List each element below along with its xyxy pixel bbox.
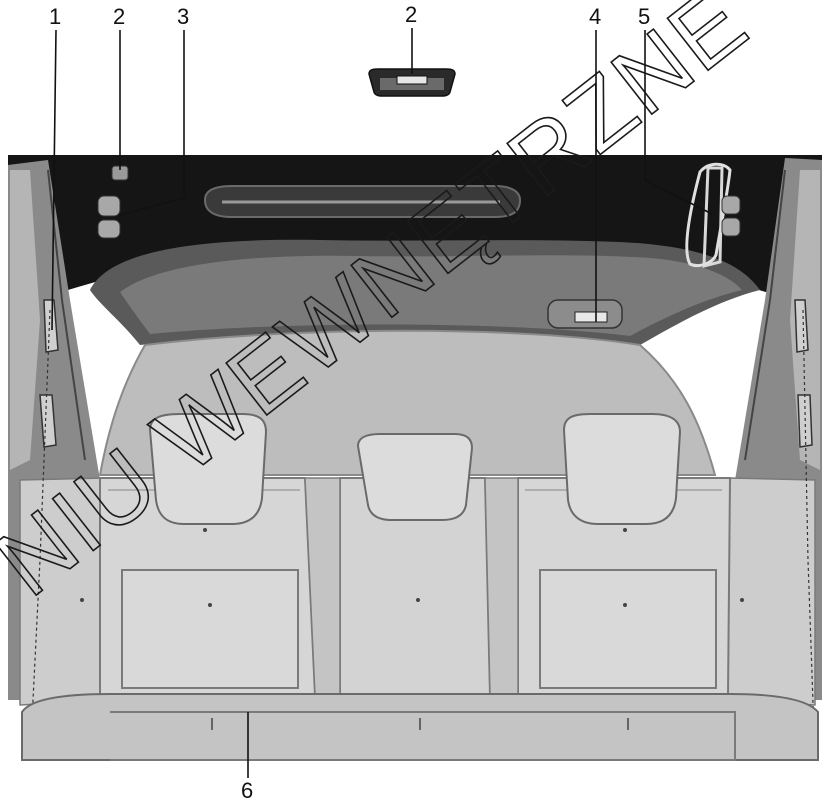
callout-6: 6 [241, 778, 253, 803]
callout-4: 4 [589, 4, 601, 29]
callout-2-top: 2 [405, 2, 417, 27]
callout-5: 5 [638, 4, 650, 29]
cargo-floor [21, 693, 819, 761]
rear-seat [19, 477, 816, 706]
headrest-left [148, 413, 268, 525]
headrest-right [562, 413, 682, 525]
rear-view-mirror [368, 68, 456, 97]
callout-leaders [51, 28, 713, 778]
interior-light [547, 299, 623, 329]
callout-1: 1 [49, 4, 61, 29]
grab-handle-left [97, 165, 129, 239]
headrest-center [356, 433, 474, 521]
callout-2-left: 2 [113, 4, 125, 29]
callout-numbers: 1 2 3 2 4 5 6 [49, 2, 650, 803]
grab-handle-right [685, 162, 741, 268]
callout-3: 3 [177, 4, 189, 29]
